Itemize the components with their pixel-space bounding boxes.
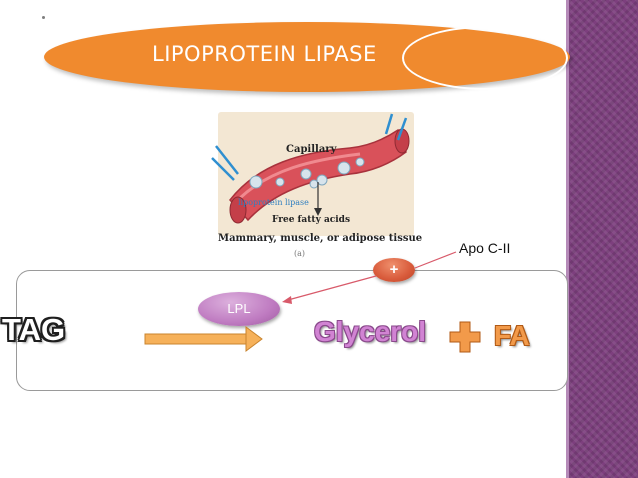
- blood-flow-arrow: [384, 113, 394, 135]
- activation-plus-badge: +: [373, 258, 415, 282]
- capillary-figure: Capillary lipoprotein lipase Free fatty …: [210, 108, 423, 258]
- reaction-box: [16, 270, 568, 391]
- fatty-acid-arrowhead: [314, 208, 322, 216]
- substrate-tag: TAG: [2, 312, 66, 347]
- slide-title: LIPOPROTEIN LIPASE: [152, 42, 377, 66]
- free-fatty-acids-label: Free fatty acids: [272, 215, 351, 225]
- blood-flow-arrow: [215, 145, 239, 175]
- tissue-label: Mammary, muscle, or adipose tissue: [218, 233, 423, 244]
- activator-apo-cii: Apo C-II: [459, 240, 511, 256]
- vessel-end-left: [229, 196, 247, 224]
- enzyme-figure-label: lipoprotein lipase: [238, 198, 309, 207]
- activator-connector-line: [414, 251, 457, 269]
- lipoprotein-particle: [300, 168, 312, 180]
- panel-label: (a): [294, 249, 306, 258]
- product-fa: FA: [494, 320, 530, 351]
- lipoprotein-particle: [337, 161, 351, 175]
- decorative-stripe-edge: [566, 0, 569, 478]
- capillary-label: Capillary: [286, 144, 337, 155]
- blood-flow-arrow: [396, 117, 408, 141]
- enzyme-lpl-badge: LPL: [198, 292, 280, 326]
- corner-dot: [42, 16, 45, 19]
- capillary-highlight: [238, 152, 361, 200]
- lipoprotein-particle: [355, 157, 365, 167]
- decorative-side-stripe: [569, 0, 638, 478]
- title-banner-ring: [402, 26, 568, 90]
- lipoprotein-particle: [249, 175, 263, 189]
- blood-flow-arrow: [211, 157, 235, 181]
- lipoprotein-particle: [316, 174, 328, 186]
- lipoprotein-particle: [275, 177, 285, 187]
- product-glycerol: Glycerol: [314, 316, 427, 347]
- capillary-illustration: [211, 112, 414, 236]
